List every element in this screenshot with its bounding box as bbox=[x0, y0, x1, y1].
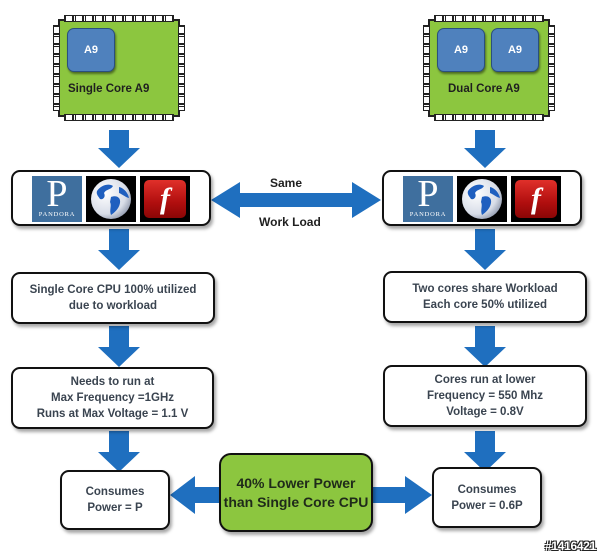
arrow-down-chip-to-apps-left bbox=[98, 130, 140, 168]
same-label: Same bbox=[270, 176, 303, 190]
apps-bar-left: P PANDORA f bbox=[11, 170, 211, 226]
arrow-down-util-to-freq-right bbox=[464, 326, 506, 367]
pandora-letter: P bbox=[417, 173, 439, 215]
core-a9: A9 bbox=[491, 28, 539, 72]
chip-label: Single Core A9 bbox=[68, 83, 150, 95]
result-line: than Single Core CPU bbox=[223, 493, 369, 510]
core-a9: A9 bbox=[67, 28, 115, 72]
frequency-box-right: Cores run at lower Frequency = 550 Mhz V… bbox=[383, 365, 587, 427]
frequency-box-left: Needs to run at Max Frequency =1GHz Runs… bbox=[11, 367, 214, 429]
power-line: Power = P bbox=[87, 502, 143, 514]
arrow-right-to-power-06p bbox=[372, 476, 432, 514]
arrow-down-freq-to-power-right bbox=[464, 431, 506, 472]
utilization-box-right: Two cores share Workload Each core 50% u… bbox=[383, 271, 587, 323]
result-box: 40% Lower Power than Single Core CPU bbox=[219, 453, 373, 532]
arrow-down-apps-to-util-left bbox=[98, 229, 140, 270]
arrow-down-util-to-freq-left bbox=[98, 326, 140, 367]
chip-pins-left bbox=[423, 25, 430, 111]
pandora-letter: P bbox=[46, 173, 68, 215]
arrow-left-to-power-p bbox=[170, 476, 220, 514]
power-box-left: Consumes Power = P bbox=[60, 470, 170, 530]
flash-icon: f bbox=[140, 176, 190, 222]
frequency-line: Runs at Max Voltage = 1.1 V bbox=[36, 408, 189, 420]
result-line: 40% Lower Power bbox=[236, 474, 356, 491]
frequency-line: Frequency = 550 Mhz bbox=[427, 390, 543, 402]
chip-pins-top bbox=[64, 15, 174, 22]
chip-pins-bottom bbox=[64, 114, 174, 121]
power-line: Power = 0.6P bbox=[451, 499, 523, 512]
watermark: #1416421 bbox=[545, 539, 596, 553]
globe-icon bbox=[457, 176, 507, 222]
chip-pins-bottom bbox=[434, 114, 544, 121]
flash-icon: f bbox=[511, 176, 561, 222]
utilization-line: Two cores share Workload bbox=[412, 283, 558, 295]
pandora-name: PANDORA bbox=[409, 211, 447, 218]
utilization-line: due to workload bbox=[68, 300, 158, 312]
frequency-line: Cores run at lower bbox=[434, 374, 536, 386]
utilization-line: Each core 50% utilized bbox=[423, 299, 547, 311]
apps-bar-right: P PANDORA f bbox=[382, 170, 582, 226]
chip-pins-right bbox=[548, 25, 555, 111]
core-a9: A9 bbox=[437, 28, 485, 72]
flash-glyph: f bbox=[515, 180, 557, 218]
single-core-chip: A9 Single Core A9 bbox=[53, 15, 185, 121]
flash-glyph: f bbox=[144, 180, 186, 218]
frequency-line: Voltage = 0.8V bbox=[446, 406, 524, 418]
chip-pins-top bbox=[434, 15, 544, 22]
arrow-down-chip-to-apps-right bbox=[464, 130, 506, 168]
double-arrow-same-workload bbox=[211, 182, 381, 218]
dual-core-chip: A9 A9 Dual Core A9 bbox=[423, 15, 555, 121]
chip-label: Dual Core A9 bbox=[448, 83, 520, 95]
chip-pins-left bbox=[53, 25, 60, 111]
utilization-box-left: Single Core CPU 100% utilized due to wor… bbox=[11, 272, 215, 324]
frequency-line: Needs to run at bbox=[70, 376, 155, 388]
power-line: Consumes bbox=[85, 486, 145, 498]
pandora-icon: P PANDORA bbox=[32, 173, 82, 222]
pandora-icon: P PANDORA bbox=[403, 173, 453, 222]
utilization-line: Single Core CPU 100% utilized bbox=[29, 284, 197, 296]
workload-label: Work Load bbox=[259, 215, 321, 229]
power-line: Consumes bbox=[457, 483, 517, 496]
arrow-down-freq-to-power-left bbox=[98, 431, 140, 472]
arrow-down-apps-to-util-right bbox=[464, 229, 506, 270]
frequency-line: Max Frequency =1GHz bbox=[50, 392, 175, 404]
globe-icon bbox=[86, 176, 136, 222]
pandora-name: PANDORA bbox=[38, 211, 76, 218]
power-box-right: Consumes Power = 0.6P bbox=[432, 467, 542, 528]
chip-pins-right bbox=[178, 25, 185, 111]
